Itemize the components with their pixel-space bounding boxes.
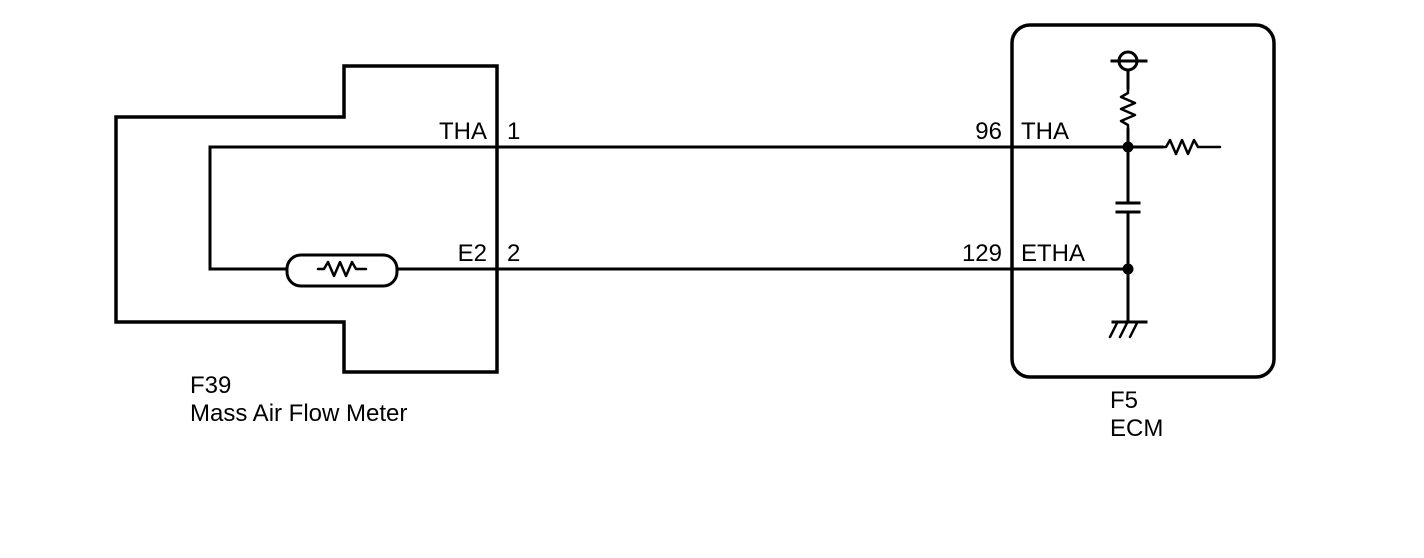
ecm-pin-label-etha: ETHA — [1021, 240, 1085, 267]
ecm-pin-number-129: 129 — [962, 240, 1002, 267]
resistor-icon — [1119, 86, 1137, 132]
ecm-outline — [1010, 23, 1276, 379]
sensor-pin-number-1: 1 — [507, 118, 520, 145]
power-supply-icon — [1110, 50, 1148, 72]
sensor-name: Mass Air Flow Meter — [190, 400, 407, 427]
ground-icon — [1108, 320, 1148, 339]
sensor-internal-loop — [208, 145, 499, 271]
thermistor-icon — [285, 253, 399, 288]
sensor-pin-number-2: 2 — [507, 240, 520, 267]
sensor-pin-label-e2: E2 — [458, 240, 487, 267]
ecm-pin-number-96: 96 — [975, 118, 1002, 145]
resistor-icon — [1160, 138, 1222, 156]
sensor-connector-outline — [114, 64, 499, 374]
ecm-name: ECM — [1110, 415, 1163, 442]
sensor-pin-label-tha: THA — [439, 118, 487, 145]
ecm-pin-label-tha: THA — [1021, 118, 1069, 145]
ecm-connector-id: F5 — [1110, 387, 1138, 414]
sensor-connector-id: F39 — [190, 372, 231, 399]
